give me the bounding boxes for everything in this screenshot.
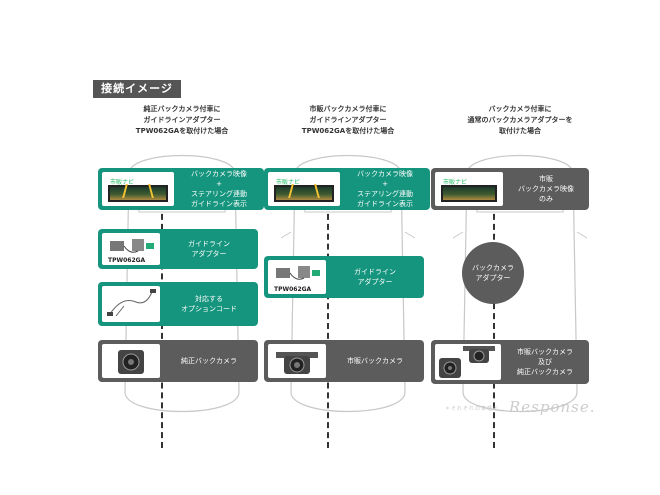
section-title: 接続イメージ bbox=[93, 80, 181, 98]
camera-description: 純正バックカメラ bbox=[181, 357, 237, 365]
navi-description: バックカメラ映像 + ステアリング連動 ガイドライン表示 bbox=[357, 170, 413, 208]
adapter-description: ガイドライン アダプター bbox=[354, 268, 396, 286]
adapter-model: TPW062GA bbox=[108, 257, 146, 264]
option-cord-box: 対応する オプションコード bbox=[98, 282, 258, 326]
camera-description: 市販バックカメラ 及び 純正バックカメラ bbox=[517, 348, 573, 376]
column-caption: バックカメラ付車に 通常のバックカメラアダプターを 取付けた場合 bbox=[467, 105, 573, 135]
column-caption: 市販バックカメラ付車に ガイドラインアダプター TPW062GAを取付けた場合 bbox=[301, 105, 395, 135]
navi-box: 市販ナビ バックカメラ映像 + ステアリング連動 ガイドライン表示 bbox=[264, 168, 430, 210]
navi-description: 市販 バックカメラ映像 のみ bbox=[518, 175, 574, 203]
column-caption: 純正バックカメラ付車に ガイドラインアダプター TPW062GAを取付けた場合 bbox=[135, 105, 229, 135]
guideline-adapter-box: TPW062GA ガイドライン アダプター bbox=[98, 229, 258, 269]
navi-screen-icon bbox=[274, 184, 334, 202]
navi-description: バックカメラ映像 + ステアリング連動 ガイドライン表示 bbox=[191, 170, 247, 208]
cord-icon bbox=[107, 289, 156, 317]
adapter-model: TPW062GA bbox=[274, 286, 312, 293]
camera-icon bbox=[118, 350, 144, 374]
adapter-description: ガイドライン アダプター bbox=[188, 240, 230, 258]
connection-line bbox=[327, 204, 329, 448]
guideline-adapter-box: TPW062GA ガイドライン アダプター bbox=[264, 256, 424, 298]
camera-box: 市販バックカメラ 及び 純正バックカメラ bbox=[431, 340, 589, 384]
camera-box: 市販バックカメラ bbox=[264, 340, 424, 382]
camera-box: 純正バックカメラ bbox=[98, 340, 258, 382]
camera-icon bbox=[439, 346, 495, 378]
camera-icon bbox=[276, 352, 318, 374]
adapter-device-icon bbox=[276, 266, 320, 280]
connection-line bbox=[161, 204, 163, 448]
navi-box: 市販ナビ 市販 バックカメラ映像 のみ bbox=[431, 168, 589, 210]
response-watermark: ＊それぞれの車種の…Response. bbox=[445, 398, 596, 416]
camera-description: 市販バックカメラ bbox=[347, 357, 403, 365]
adapter-device-icon bbox=[110, 239, 154, 253]
navi-label: 市販ナビ bbox=[441, 177, 470, 186]
diagram-column-normal-camera-adapter: バックカメラ付車に 通常のバックカメラアダプターを 取付けた場合 市販ナビ 市販… bbox=[427, 104, 613, 448]
navi-label: 市販ナビ bbox=[274, 177, 303, 186]
camera-adapter-circle: バックカメラ アダプター bbox=[462, 242, 524, 304]
navi-screen-icon bbox=[108, 184, 168, 202]
diagram-column-oem-camera-guideline-adapter: 純正バックカメラ付車に ガイドラインアダプター TPW062GAを取付けた場合 … bbox=[89, 104, 275, 448]
diagram-column-aftermarket-camera-guideline-adapter: 市販バックカメラ付車に ガイドラインアダプター TPW062GAを取付けた場合 … bbox=[255, 104, 441, 448]
connection-line bbox=[493, 204, 495, 448]
navi-label: 市販ナビ bbox=[108, 177, 137, 186]
navi-box: 市販ナビ バックカメラ映像 + ステアリング連動 ガイドライン表示 bbox=[98, 168, 264, 210]
cord-description: 対応する オプションコード bbox=[181, 295, 237, 313]
navi-screen-icon bbox=[441, 185, 497, 202]
